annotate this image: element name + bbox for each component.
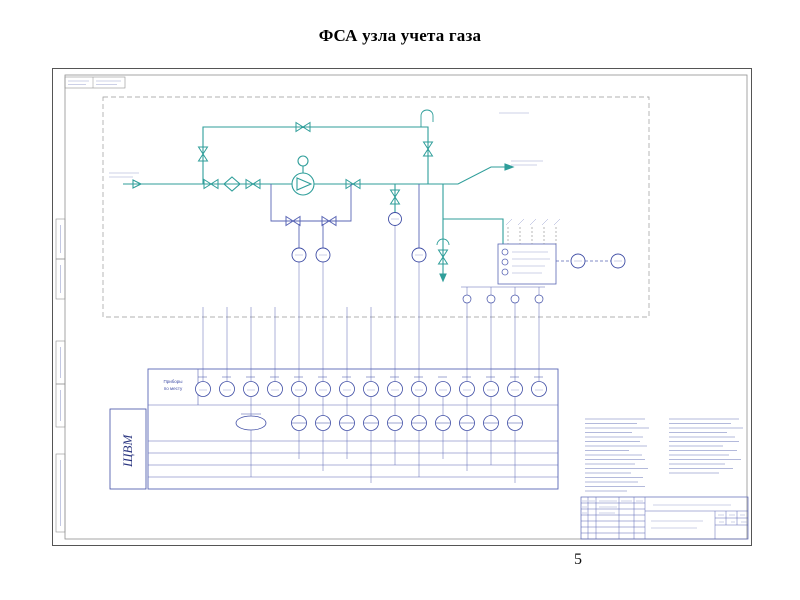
analyzer-text-marks	[512, 251, 550, 274]
band-dividers	[148, 369, 558, 478]
wiring-lines	[250, 430, 516, 483]
sheet-frame	[55, 74, 748, 540]
panel-label: ЩВМ	[120, 434, 135, 468]
signal-ticks	[507, 227, 557, 244]
computer-symbol	[235, 415, 267, 431]
schematic-svg: Приборы по месту	[55, 74, 749, 540]
row1-tag-marks	[198, 376, 543, 415]
schematic-boundary	[102, 96, 650, 318]
main-pipe	[123, 166, 505, 185]
bubble-tag-marks	[295, 218, 622, 262]
row-connectors	[250, 396, 516, 416]
analyzer-lamp-icon	[501, 268, 509, 276]
instrument-band: Приборы по месту	[109, 368, 559, 490]
drawing-sheet: Приборы по месту	[52, 68, 752, 546]
sensor-hangers	[461, 286, 545, 295]
pump-motor-icon	[297, 155, 309, 167]
analyzer-lamp-icon	[501, 248, 509, 256]
band-row1	[195, 381, 547, 397]
gas-pipes	[123, 109, 515, 283]
drop-lines	[466, 303, 540, 381]
analyzer-box	[497, 243, 557, 285]
inlet-arrow-icon	[132, 179, 143, 189]
branch-lines	[442, 184, 504, 274]
bypass-line	[202, 126, 429, 184]
band-row2	[235, 415, 523, 431]
stamp-grid	[581, 497, 748, 539]
page-number: 5	[574, 551, 582, 568]
stamp-text-marks	[582, 500, 747, 529]
panel-box	[109, 408, 147, 490]
vent-hook-icon	[420, 109, 434, 127]
secondary-loop	[270, 184, 420, 248]
legend-column-2	[669, 418, 743, 474]
outlet-arrow-icon	[504, 163, 515, 171]
signal-drops	[202, 225, 540, 381]
sampling-loop	[270, 184, 352, 222]
inner-frame	[64, 74, 748, 540]
band-label-1: Приборы	[163, 379, 182, 384]
annotation-marks	[109, 112, 543, 178]
analyzer-lamp-icon	[501, 258, 509, 266]
drop-lines	[202, 307, 372, 381]
tick-labels-marks	[505, 218, 561, 226]
gas-analyzer	[461, 218, 611, 295]
sensor-bubble	[534, 294, 544, 304]
field-instruments	[291, 212, 626, 304]
band-label-2: по месту	[164, 386, 183, 391]
legend-notes	[585, 418, 743, 492]
micro-text-marks	[60, 80, 121, 526]
filter-diamond-icon	[223, 176, 241, 192]
drop-lines	[298, 225, 420, 381]
slide-title: ФСА узла учета газа	[318, 26, 482, 45]
drain-arrow-icon	[439, 273, 447, 283]
sensor-bubble	[462, 294, 472, 304]
title-block	[580, 496, 749, 540]
band-frame	[147, 368, 559, 490]
instrument-taps	[298, 184, 420, 248]
legend-column-1	[585, 418, 649, 492]
margin-cell	[55, 453, 66, 533]
margin-cell	[55, 258, 66, 300]
sensor-bubble	[510, 294, 520, 304]
top-left-stamp	[64, 76, 126, 89]
pump-triangle-icon	[296, 177, 313, 191]
margin-cell	[55, 383, 66, 428]
sensor-bubble	[486, 294, 496, 304]
